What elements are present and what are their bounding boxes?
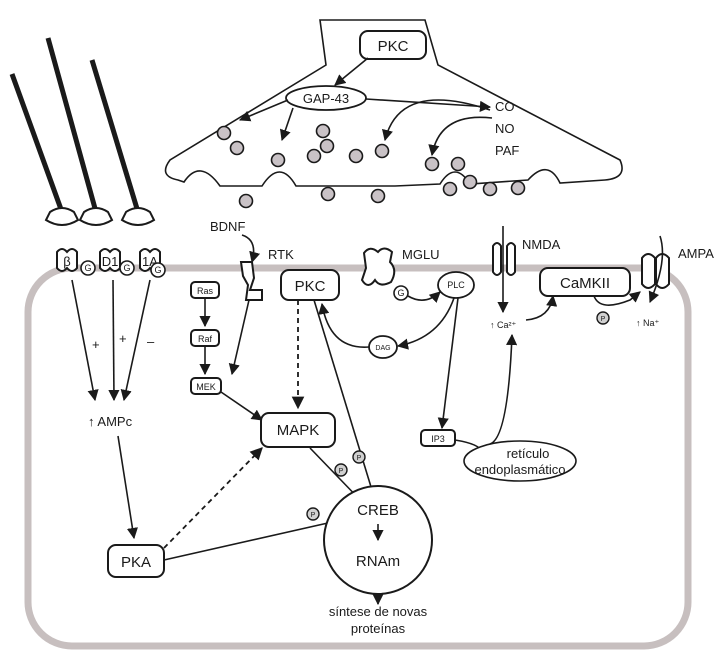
ampa-label: AMPA — [678, 246, 714, 261]
messenger-co: CO — [495, 99, 515, 114]
ampc-label: ↑ AMPc — [88, 414, 133, 429]
gap43-label: GAP-43 — [303, 91, 349, 106]
output-line1: síntese de novas — [329, 604, 428, 619]
mek-label: MEK — [196, 382, 216, 392]
g-protein-3-label: G — [154, 265, 161, 275]
er-line2: endoplasmático — [474, 462, 565, 477]
phospho-1-label: P — [339, 468, 344, 475]
messenger-no: NO — [495, 121, 515, 136]
sign-plus-1: + — [92, 337, 100, 352]
na-label: ↑ Na⁺ — [636, 318, 660, 328]
phospho-3-label: P — [311, 512, 316, 519]
creb-label: CREB — [357, 502, 399, 519]
plc-label: PLC — [447, 280, 465, 290]
camkii-label: CaMKII — [560, 275, 610, 292]
presynaptic-pkc-label: PKC — [378, 38, 409, 55]
rnam-label: RNAm — [356, 553, 400, 570]
mglu-label: MGLU — [402, 247, 440, 262]
ca-label: ↑ Ca²⁺ — [490, 320, 517, 330]
sign-plus-2: + — [119, 331, 127, 346]
dag-label: DAG — [375, 345, 390, 352]
raf-label: Raf — [198, 334, 213, 344]
receptor-beta-label: β — [63, 254, 70, 269]
ras-label: Ras — [197, 286, 214, 296]
pka-label: PKA — [121, 554, 151, 571]
presynaptic-axons — [12, 38, 154, 225]
nmda-label: NMDA — [522, 237, 561, 252]
vesicles — [218, 125, 525, 208]
phospho-camkii-label: P — [601, 316, 606, 323]
ampa-channel — [642, 254, 669, 288]
phospho-2-label: P — [357, 455, 362, 462]
er-line1: retículo — [507, 446, 550, 461]
g-protein-mglu-label: G — [397, 288, 404, 298]
g-protein-2-label: G — [123, 263, 130, 273]
rtk-label: RTK — [268, 247, 294, 262]
sign-minus: – — [147, 334, 155, 349]
receptor-d1-label: D1 — [102, 254, 119, 269]
mglu-receptor — [362, 249, 394, 286]
ip3-label: IP3 — [431, 434, 445, 444]
pkc-label: PKC — [295, 278, 326, 295]
messenger-paf: PAF — [495, 143, 519, 158]
mapk-label: MAPK — [277, 422, 320, 439]
bdnf-text: BDNF — [210, 219, 245, 234]
output-line2: proteínas — [351, 621, 406, 636]
g-protein-1-label: G — [84, 263, 91, 273]
